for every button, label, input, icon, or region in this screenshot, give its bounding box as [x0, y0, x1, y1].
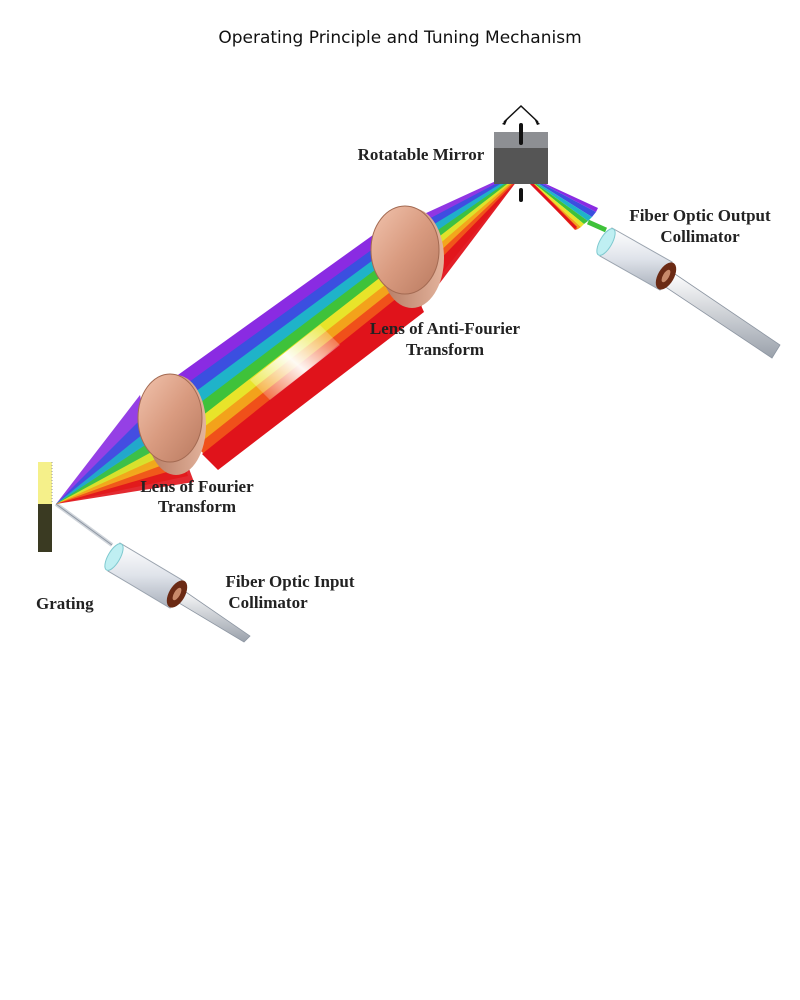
rotatable-mirror — [494, 123, 548, 202]
grating-label: Grating — [36, 594, 94, 613]
fourier-lens — [137, 373, 206, 475]
rotatable-mirror-label: Rotatable Mirror — [358, 145, 485, 164]
input-collimator-label-line1: Fiber Optic Input — [225, 572, 354, 591]
output-collimator-label-line2: Collimator — [660, 227, 740, 246]
output-collimator — [596, 227, 781, 359]
fourier-lens-label-line2: Transform — [158, 497, 236, 516]
input-beam — [54, 502, 114, 547]
input-collimator-label-line2: Collimator — [228, 593, 308, 612]
grating — [38, 462, 53, 552]
anti-fourier-lens-label-line2: Transform — [406, 340, 484, 359]
fourier-lens-label-line1: Lens of Fourier — [140, 477, 254, 496]
parallel-beam — [150, 230, 424, 470]
anti-fourier-lens — [370, 205, 444, 308]
input-collimator — [104, 542, 251, 643]
spectrum-fan-1 — [56, 395, 194, 504]
rotation-arrow-icon — [502, 104, 540, 125]
anti-fourier-lens-label-line1: Lens of Anti-Fourier — [370, 319, 521, 338]
page-title: Operating Principle and Tuning Mechanism — [218, 28, 582, 48]
output-collimator-label-line1: Fiber Optic Output — [629, 206, 771, 225]
